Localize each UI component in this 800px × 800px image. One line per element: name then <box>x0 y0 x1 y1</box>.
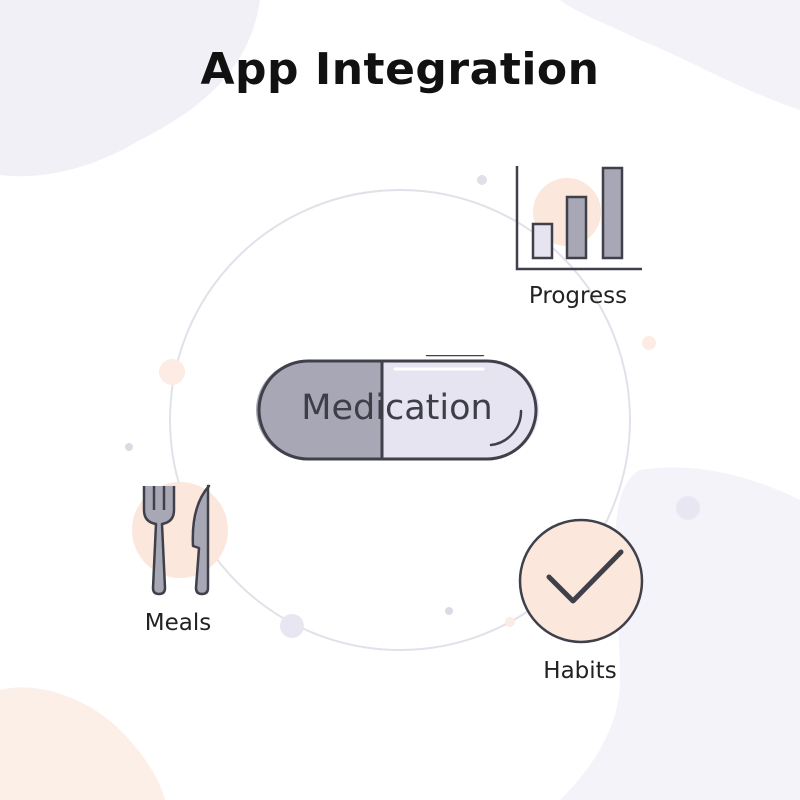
node-label-habits: Habits <box>543 658 617 684</box>
page-title: App Integration <box>200 44 600 95</box>
pill-icon <box>256 355 539 461</box>
fork-knife-icon <box>132 482 228 596</box>
node-label-meals: Meals <box>144 610 212 636</box>
orbit-ring <box>169 189 631 651</box>
bar-chart-icon <box>515 166 642 271</box>
center-label-medication: Medication <box>301 388 493 428</box>
node-label-progress: Progress <box>528 283 628 309</box>
checkmark-circle-icon <box>518 518 644 644</box>
